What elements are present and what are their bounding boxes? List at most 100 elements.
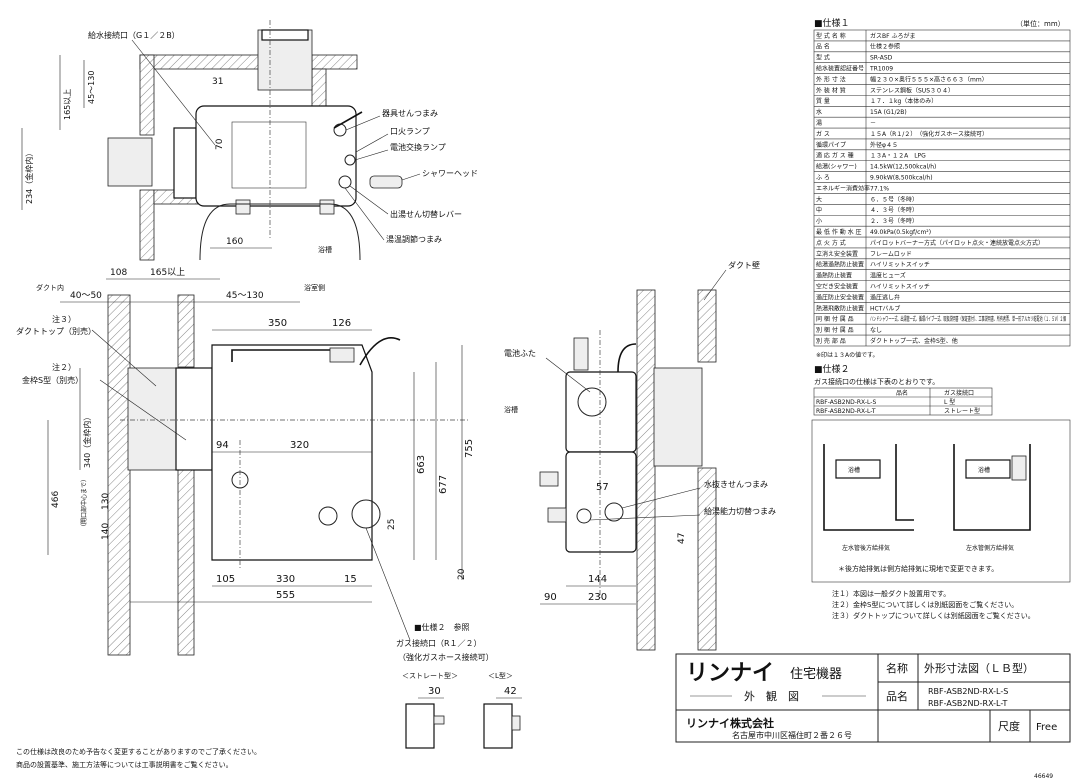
gas-inlet-label: ガス接続口（R１／２） bbox=[396, 638, 482, 648]
spec1-row-label: 過圧防止安全装置 bbox=[816, 293, 864, 301]
water-fitting-icon bbox=[235, 199, 251, 215]
wall-top-right bbox=[311, 54, 358, 70]
straight-type-label: ＜ストレート型＞ bbox=[402, 671, 458, 680]
shower-pipe bbox=[333, 111, 363, 129]
leader-water bbox=[131, 39, 216, 146]
straight-fitting-body bbox=[405, 703, 435, 749]
wall-side-right-bottom bbox=[697, 467, 717, 651]
leader-tool bbox=[345, 115, 381, 131]
note3-marker: 注３） bbox=[52, 314, 76, 324]
l-fitting-body bbox=[483, 703, 513, 749]
wall-left-lower bbox=[139, 189, 155, 261]
duct-top-plan bbox=[107, 137, 153, 187]
spec1-row-value: ハイリミットスイッチ bbox=[870, 283, 930, 290]
frame-front bbox=[175, 367, 213, 471]
spec1-row-label: 過熱防止装置 bbox=[816, 272, 852, 280]
install-left-walls bbox=[823, 444, 914, 531]
spec1-row-label: 水 bbox=[816, 108, 822, 116]
center-label: （開口部中心まで） bbox=[80, 476, 88, 530]
spec1-row-value: パイロットバーナー方式（パイロット点火・連続放電点火方式） bbox=[870, 239, 1044, 247]
l-dim: 42 bbox=[504, 686, 517, 697]
spec2-row2-name: RBF-ASB2ND-RX-L-T bbox=[816, 408, 876, 415]
spec1-row-label: 小 bbox=[816, 217, 822, 225]
unit-side-lower bbox=[565, 451, 637, 553]
dim-140: 140 bbox=[101, 523, 111, 540]
l-type-label: ＜L型＞ bbox=[488, 671, 513, 680]
dim-663: 663 bbox=[416, 455, 427, 474]
spec1-row-value: 過圧逃し弁 bbox=[870, 293, 900, 301]
spec1-row-value: 仕様２参照 bbox=[870, 43, 900, 51]
drawing-name: 外形寸法図（ＬＢ型） bbox=[924, 661, 1034, 675]
spec1-row-value: 14.5kW(12,500kcal/h) bbox=[870, 164, 936, 171]
leader-shower bbox=[401, 173, 421, 181]
notes: 注１）本図は一般ダクト設置用です。 注２）金枠S型について詳しくは別紙図面をご覧… bbox=[832, 589, 1035, 620]
dim-90: 90 bbox=[544, 592, 557, 603]
dim-126: 126 bbox=[332, 318, 351, 329]
spec1-row-label: 最 低 作 動 水 圧 bbox=[816, 228, 862, 236]
battery-lid-label: 電池ふた bbox=[504, 348, 536, 358]
temp-knob-label: 湯温調節つまみ bbox=[386, 234, 442, 244]
install-right-duct bbox=[1011, 455, 1027, 481]
dim-94: 94 bbox=[216, 440, 229, 451]
frame-plan bbox=[173, 127, 197, 199]
spec1-row-value: 49.0kPa(0.5kgf/cm²) bbox=[870, 229, 931, 236]
wall-side-left bbox=[636, 289, 656, 651]
leader-gas-inlet bbox=[365, 527, 411, 641]
unit-plan-body bbox=[195, 105, 357, 207]
spec1-row-value: ２．３号（冬時） bbox=[870, 217, 918, 225]
dim-57: 57 bbox=[596, 482, 609, 493]
gas-port-front bbox=[318, 506, 338, 526]
spec2-table-frame bbox=[813, 387, 993, 416]
wall-top-left bbox=[139, 54, 261, 70]
flue-cap bbox=[261, 29, 309, 41]
unit-front-body bbox=[211, 344, 373, 561]
leader-ignition bbox=[355, 133, 389, 153]
install-diagrams: 浴槽 左水管後方給排気 浴槽 左水管側方給排気 ＊後方給排気は側方給排気に現地で… bbox=[811, 419, 1071, 583]
dim-677: 677 bbox=[438, 475, 449, 494]
outlet-lever-label: 出湯せん切替レバー bbox=[390, 209, 462, 219]
spec1-row-value: ガスBF ふろがま bbox=[870, 32, 915, 40]
spec1-row-label: 型 式 bbox=[816, 54, 830, 62]
spec1-row-value: なし bbox=[870, 327, 882, 334]
product-1: RBF-ASB2ND-RX-L-S bbox=[928, 687, 1008, 696]
spec2-head-name: 品名 bbox=[896, 389, 908, 397]
wall-front-mid-bottom bbox=[177, 469, 195, 656]
spec1-row-value: 15A (G1/2B) bbox=[870, 109, 907, 116]
company-name: リンナイ株式会社 bbox=[686, 716, 774, 730]
side-fitting-upper bbox=[539, 471, 559, 487]
spec1: ■仕様１ （単位：mm） 型 式 名 称ガスBF ふろがま品 名仕様２参照型 式… bbox=[813, 17, 1071, 359]
spec1-row-label: 同 梱 付 属 品 bbox=[816, 315, 854, 323]
side-fitting-lower bbox=[547, 507, 567, 523]
spec1-row-label: 熱湯飛散防止装置 bbox=[816, 304, 864, 312]
spec1-row-value: － bbox=[870, 120, 876, 127]
duct-wall-label: ダクト壁 bbox=[728, 260, 760, 270]
spec1-row-value: １３A・１２A LPG bbox=[870, 153, 926, 160]
install-note: ＊後方給排気は側方給排気に現地で変更できます。 bbox=[838, 564, 998, 573]
scale-value: Free bbox=[1036, 722, 1057, 733]
dim-70: 70 bbox=[215, 138, 225, 150]
dim-160: 160 bbox=[226, 237, 243, 247]
spec1-row-value: ハンドシャワー一式、出湯管一式、循環パイプ一式、取扱説明書（保証書付）、工事説明… bbox=[870, 315, 1066, 323]
note-3: 注３）ダクトトップについて詳しくは別紙図面をご覧ください。 bbox=[832, 611, 1035, 620]
dim-20: 20 bbox=[457, 568, 467, 580]
tool-knob-label: 器具せんつまみ bbox=[382, 109, 438, 118]
wall-front-left bbox=[107, 294, 131, 656]
wall-side-right-top bbox=[697, 289, 717, 363]
gas-fitting-icon bbox=[319, 199, 335, 215]
front-view: ダクト内 浴室側 注３） ダクトトップ（別売） 注２） 金枠S型（別売） ■仕様… bbox=[16, 267, 494, 662]
company-address: 名古屋市中川区福住町２番２６号 bbox=[732, 730, 852, 740]
spec1-row-label: ガ ス bbox=[816, 130, 830, 138]
dim-45-130-front: 45～130 bbox=[226, 291, 264, 301]
shower-head-label: シャワーヘッド bbox=[422, 169, 478, 178]
dim-320: 320 bbox=[290, 440, 309, 451]
spec1-row-label: 立消え安全装置 bbox=[816, 250, 858, 258]
install-right-caption: 左水管側方給排気 bbox=[966, 544, 1014, 552]
install-right-tub: 浴槽 bbox=[978, 466, 990, 474]
spec1-row-label: 外 装 材 質 bbox=[816, 86, 846, 94]
spec1-row-value: １５A（R１/２） （強化ガスホース接続可） bbox=[870, 130, 988, 138]
spec2-intro: ガス接続口の仕様は下表のとおりです。 bbox=[814, 377, 939, 386]
battery-lamp-label: 電池交換ランプ bbox=[390, 142, 446, 152]
spec1-row-label: 質 量 bbox=[816, 97, 830, 105]
bath-label-side: 浴槽 bbox=[504, 405, 518, 414]
